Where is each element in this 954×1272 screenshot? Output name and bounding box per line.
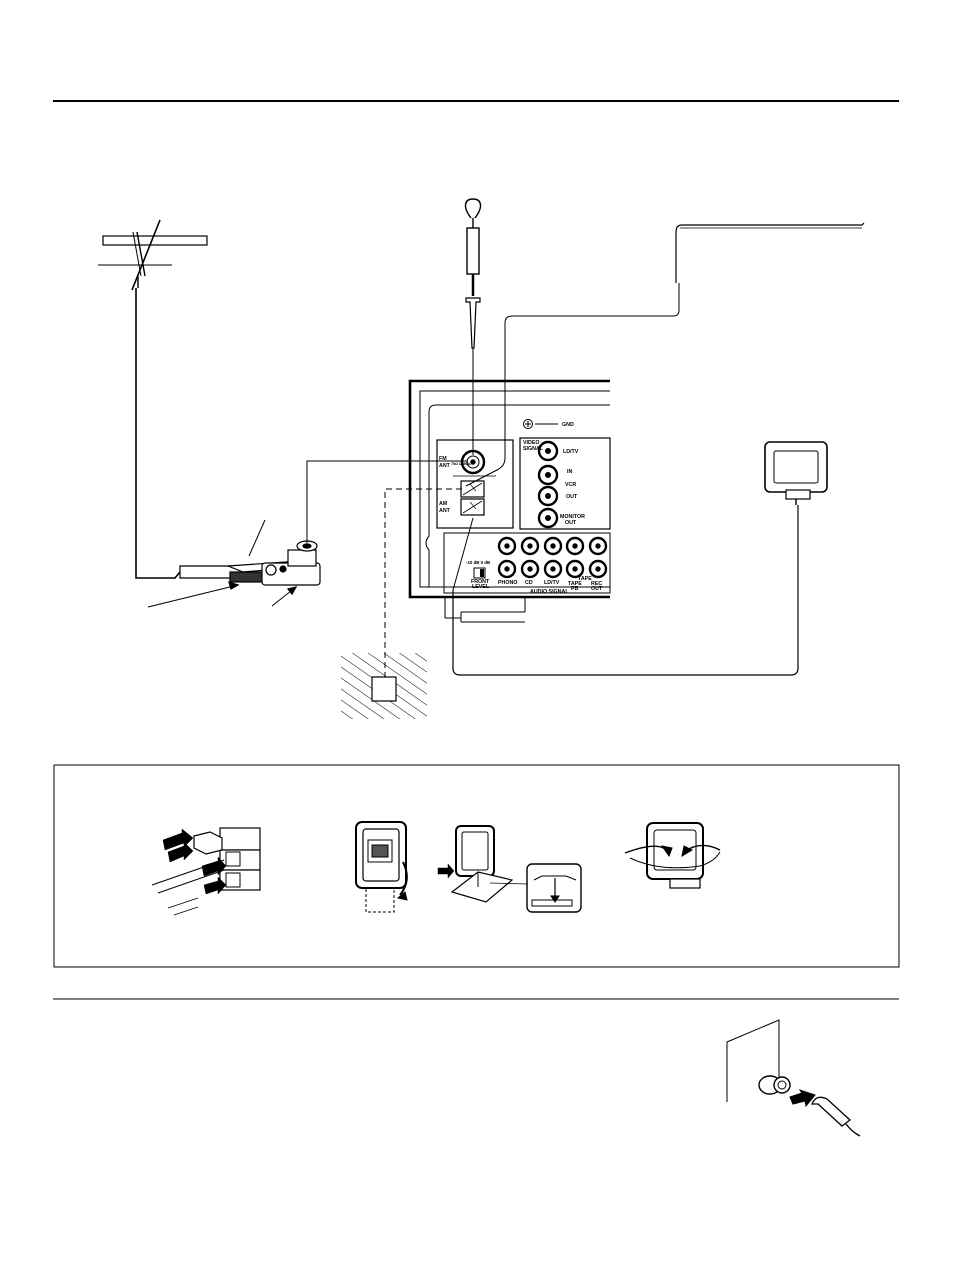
video-jack-label-in: IN bbox=[567, 469, 572, 475]
audio-signal-label: AUDIO SIGNAL bbox=[530, 589, 569, 595]
audio-jack-label-cd: CD bbox=[525, 580, 533, 586]
video-jack-label-ldtv: LD/TV bbox=[563, 449, 579, 455]
gnd-label: GND bbox=[562, 422, 574, 428]
video-jack-label-vcr: VCR bbox=[565, 482, 576, 488]
outdoor-fm-antenna-icon bbox=[98, 219, 208, 579]
indoor-fm-antenna-icon bbox=[464, 198, 482, 455]
loop-orientation-icon bbox=[624, 822, 721, 889]
assembly-instructions-box bbox=[53, 764, 900, 968]
audio-jack-label-phono: PHONO bbox=[498, 580, 517, 586]
wall-socket-icon bbox=[726, 1019, 861, 1137]
video-jack-label-out: OUT bbox=[566, 494, 578, 500]
am-loop-antenna-icon bbox=[452, 441, 828, 676]
tape-group-label: TAPE bbox=[578, 576, 592, 582]
ground-icon bbox=[341, 488, 462, 719]
audio-jack-label-ldtv: LD/TV bbox=[544, 580, 560, 586]
fm-ant-sub-label: 75Ω UNBAL bbox=[451, 462, 472, 466]
outdoor-am-wire-icon bbox=[465, 222, 865, 487]
front-level-values: -10 dB 0 dB bbox=[466, 560, 490, 565]
terminal-connection-icon bbox=[151, 827, 261, 916]
loop-assembly-icon bbox=[355, 821, 582, 913]
antenna-adapter-icon bbox=[147, 460, 468, 608]
